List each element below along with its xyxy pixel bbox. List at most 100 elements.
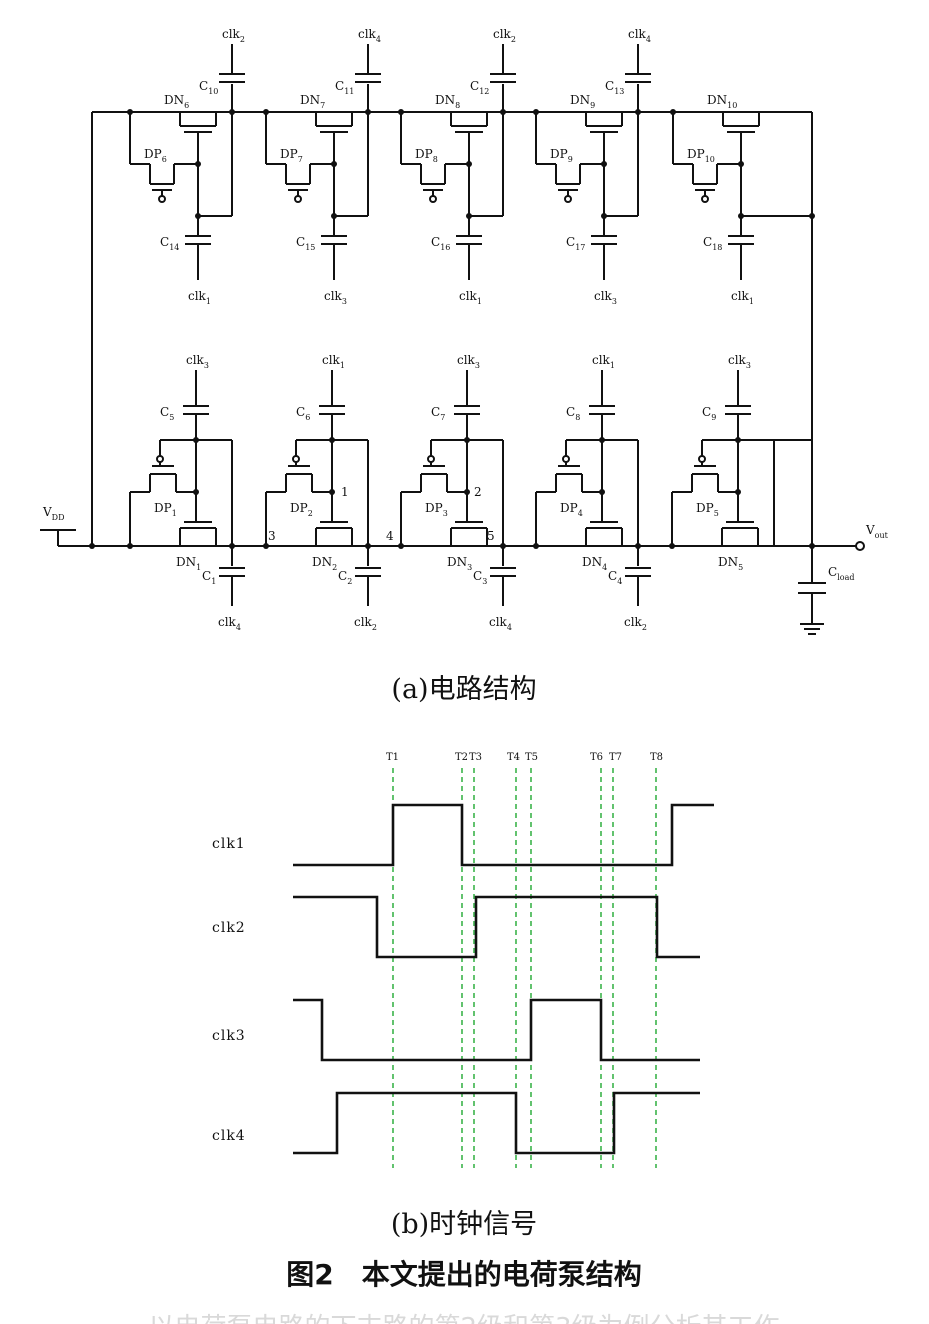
pmos-gate-bubble bbox=[292, 455, 300, 463]
pmos-gate-bubble bbox=[698, 455, 706, 463]
capacitor-c5 bbox=[183, 405, 209, 415]
vout-label: Vout bbox=[865, 523, 889, 540]
clock-label-top-down-4: clk3 bbox=[594, 289, 617, 306]
junction-dot bbox=[466, 213, 472, 219]
clock-label-top-up-4: clk4 bbox=[628, 27, 651, 44]
cut-off-text: 以电荷泵电路的下支路的第2级和第3级为例分析其工作 bbox=[148, 1313, 779, 1324]
transistor-label-dp1: DP1 bbox=[154, 501, 177, 518]
junction-dot bbox=[533, 109, 539, 115]
transistor-label-dn1: DN1 bbox=[176, 555, 201, 572]
clock-label-top-down-1: clk1 bbox=[188, 289, 211, 306]
transistor-label-dp9: DP9 bbox=[550, 147, 573, 164]
transistor-label-dp2: DP2 bbox=[290, 501, 313, 518]
pmos-gate-bubble bbox=[429, 195, 437, 203]
capacitor-c15 bbox=[321, 235, 347, 245]
cap-label-c18: C18 bbox=[703, 235, 722, 252]
caption-a: (a)电路结构 bbox=[391, 674, 536, 705]
transistor-label-dp8: DP8 bbox=[415, 147, 438, 164]
waveform-clk2 bbox=[293, 895, 700, 959]
pmos-gate-bubble bbox=[564, 195, 572, 203]
clock-label-top-up-2: clk4 bbox=[358, 27, 381, 44]
waveform-clk1 bbox=[293, 803, 714, 867]
cap-label-c6: C6 bbox=[296, 405, 310, 422]
transistor-label-dp5: DP5 bbox=[696, 501, 719, 518]
cap-label-c8: C8 bbox=[566, 405, 580, 422]
transistor-label-dn6: DN6 bbox=[164, 93, 189, 110]
cap-label-c4: C4 bbox=[608, 569, 622, 586]
timing-marker-label: T5 bbox=[525, 752, 538, 763]
signal-label-clk3: clk3 bbox=[212, 1028, 246, 1044]
junction-dot bbox=[809, 213, 815, 219]
capacitor-c18 bbox=[728, 235, 754, 245]
schematic-misc bbox=[89, 213, 815, 549]
capacitor-c13 bbox=[625, 73, 651, 83]
clock-label-bottom-down-2: clk2 bbox=[354, 615, 377, 632]
waveform-clk4 bbox=[293, 1091, 700, 1155]
transistor-label-dn4: DN4 bbox=[582, 555, 607, 572]
node-label-1: 1 bbox=[341, 485, 349, 499]
cap-label-c17: C17 bbox=[566, 235, 585, 252]
junction-dot bbox=[464, 489, 470, 495]
junction-dot bbox=[398, 109, 404, 115]
junction-dot bbox=[735, 489, 741, 495]
figure-title: 图2 本文提出的电荷泵结构 bbox=[286, 1258, 641, 1291]
clock-label-top-up-3: clk2 bbox=[493, 27, 516, 44]
transistor-label-dn5: DN5 bbox=[718, 555, 743, 572]
capacitor-c7 bbox=[454, 405, 480, 415]
capacitor-c16 bbox=[456, 235, 482, 245]
pmos-gate-bubble bbox=[701, 195, 709, 203]
transistor-label-dp6: DP6 bbox=[144, 147, 167, 164]
capacitor-c11 bbox=[355, 73, 381, 83]
clock-label-bottom-up-4: clk1 bbox=[592, 353, 615, 370]
cap-label-c11: C11 bbox=[335, 79, 354, 96]
clock-label-bottom-up-1: clk3 bbox=[186, 353, 209, 370]
cap-label-c7: C7 bbox=[431, 405, 445, 422]
cap-label-c1: C1 bbox=[202, 569, 216, 586]
clock-label-top-up-1: clk2 bbox=[222, 27, 245, 44]
junction-dot bbox=[599, 489, 605, 495]
capacitor-c3 bbox=[490, 567, 516, 577]
transistor-label-dn10: DN10 bbox=[707, 93, 737, 110]
junction-dot bbox=[331, 213, 337, 219]
cap-label-c9: C9 bbox=[702, 405, 716, 422]
node-label-5: 5 bbox=[487, 529, 495, 543]
clock-label-bottom-down-4: clk2 bbox=[624, 615, 647, 632]
clock-label-bottom-up-5: clk3 bbox=[728, 353, 751, 370]
junction-dot bbox=[193, 489, 199, 495]
capacitor-c4 bbox=[625, 567, 651, 577]
cap-label-c15: C15 bbox=[296, 235, 315, 252]
signal-label-clk2: clk2 bbox=[212, 920, 246, 936]
transistor-label-dn2: DN2 bbox=[312, 555, 337, 572]
signal-label-clk1: clk1 bbox=[212, 836, 246, 852]
timing-marker-label: T4 bbox=[507, 752, 520, 763]
capacitor-c8 bbox=[589, 405, 615, 415]
junction-dot bbox=[670, 109, 676, 115]
clock-label-bottom-up-2: clk1 bbox=[322, 353, 345, 370]
capacitor-c9 bbox=[725, 405, 751, 415]
clock-label-top-down-5: clk1 bbox=[731, 289, 754, 306]
caption-b: (b)时钟信号 bbox=[391, 1209, 537, 1240]
vout-terminal: Vout bbox=[855, 523, 889, 551]
clock-label-top-down-2: clk3 bbox=[324, 289, 347, 306]
waveform-clk3 bbox=[293, 998, 700, 1062]
transistor-label-dp10: DP10 bbox=[687, 147, 715, 164]
timing-marker-label: T7 bbox=[609, 752, 622, 763]
cap-label-c16: C16 bbox=[431, 235, 450, 252]
junction-dot bbox=[735, 437, 741, 443]
node-label-2: 2 bbox=[474, 485, 482, 499]
transistor-label-dn9: DN9 bbox=[570, 93, 595, 110]
junction-dot bbox=[329, 489, 335, 495]
capacitor-c1 bbox=[219, 567, 245, 577]
cap-label-c2: C2 bbox=[338, 569, 352, 586]
junction-dot bbox=[738, 213, 744, 219]
capacitor-c14 bbox=[185, 235, 211, 245]
load-capacitor bbox=[798, 546, 826, 635]
clock-label-top-down-3: clk1 bbox=[459, 289, 482, 306]
capacitor-c10 bbox=[219, 73, 245, 83]
